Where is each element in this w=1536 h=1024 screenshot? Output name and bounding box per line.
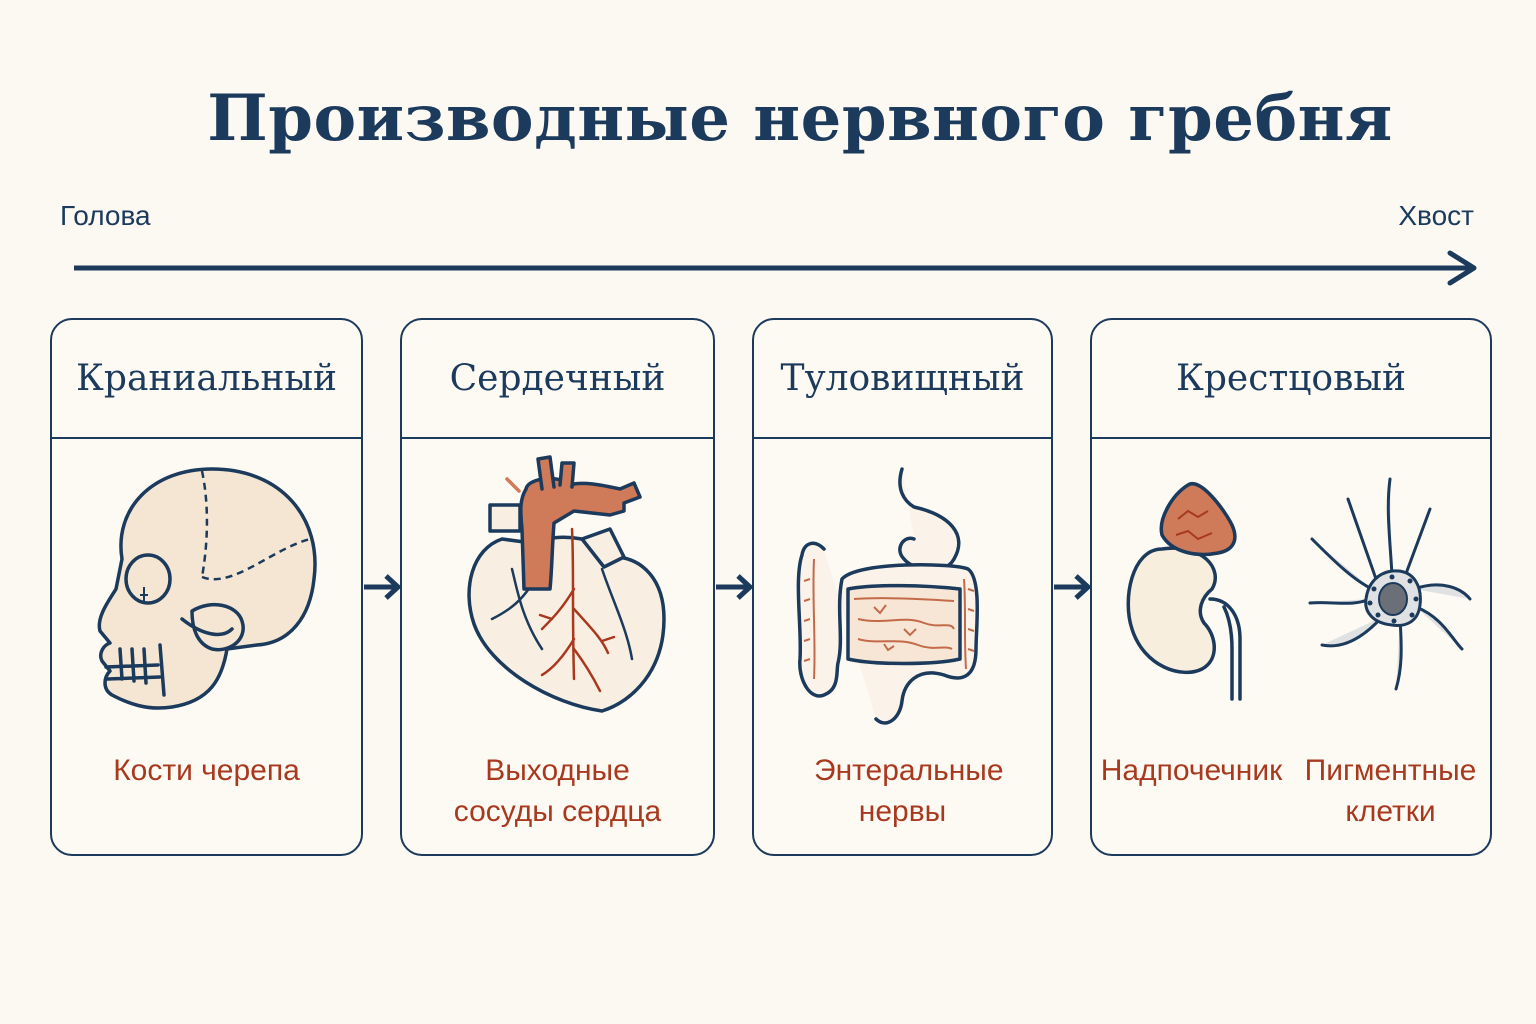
connector-arrow: [716, 574, 753, 600]
axis-start-label: Голова: [60, 200, 151, 231]
panel-title: Туловищный: [754, 320, 1051, 439]
caption-cardiac: Выходные сосуды сердца: [453, 754, 662, 828]
axis-end-label: Хвост: [1398, 200, 1474, 231]
skull-icon: [97, 467, 317, 710]
panel-title: Сердечный: [402, 320, 713, 439]
panel-cranial: Краниальный Кости черепа: [50, 318, 363, 856]
adrenal-icon: [1126, 482, 1242, 701]
connector-arrow: [1054, 574, 1091, 600]
panel-trunk: Туловищный Энтеральные нервы: [752, 318, 1053, 856]
connector-arrow: [364, 574, 401, 600]
caption-pigment: Пигментные клетки: [1304, 754, 1477, 828]
diagram-title: Производные нервного гребня: [207, 81, 1393, 156]
intestine-icon: [796, 467, 979, 725]
caption-cranial: Кости черепа: [113, 754, 300, 787]
head-tail-axis-arrow: [74, 250, 1477, 286]
caption-trunk: Энтеральные нервы: [814, 754, 1004, 828]
caption-adrenal: Надпочечник: [1100, 754, 1283, 787]
panel-title: Крестцовый: [1092, 320, 1490, 439]
panel-title: Краниальный: [52, 320, 361, 439]
panel-sacral: Крестцовый Надпочечник Пигментные клетки: [1090, 318, 1492, 856]
pigment-cell-icon: [1308, 477, 1472, 691]
panel-cardiac: Сердечный Выходные сосуды сердца: [400, 318, 715, 856]
heart-icon: [467, 455, 666, 713]
